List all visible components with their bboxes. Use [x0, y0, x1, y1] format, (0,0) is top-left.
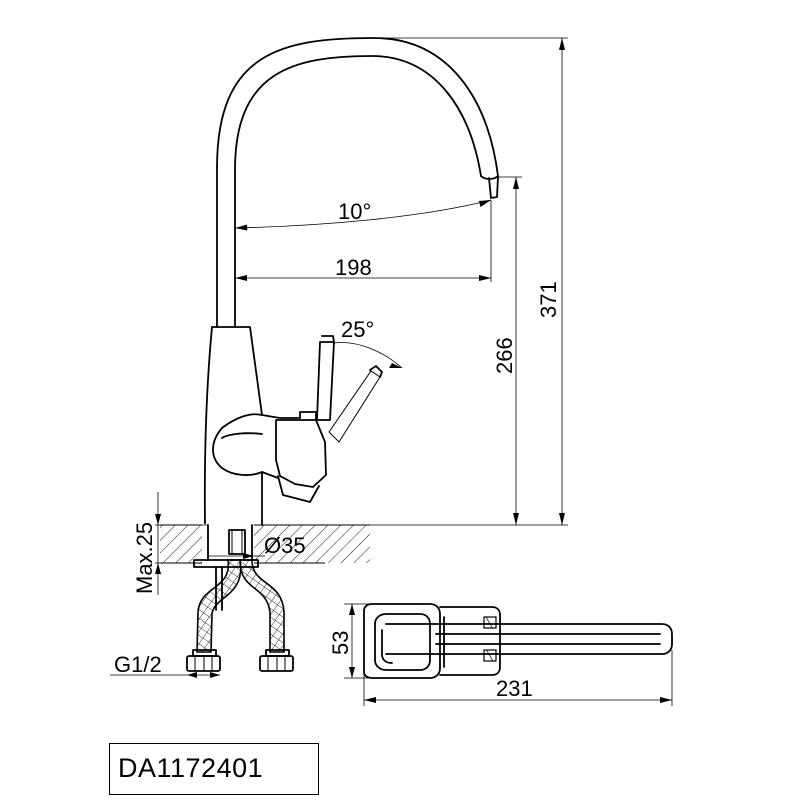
- handle-angle-label: 25°: [341, 317, 374, 342]
- top-view-dimensions: [344, 603, 673, 706]
- flexible-hoses: [186, 559, 294, 672]
- top-view: [363, 603, 673, 679]
- max-thickness-label: Max.25: [132, 522, 157, 594]
- top-depth-label: 53: [328, 631, 353, 655]
- mounting-shank: [193, 524, 259, 611]
- model-code: DA1172401: [118, 753, 264, 783]
- model-code-box: DA1172401: [109, 743, 319, 795]
- spout-height-label: 266: [492, 337, 517, 374]
- spout-reach-label: 198: [335, 255, 372, 280]
- mixer-handle: [275, 335, 383, 503]
- spout: [216, 37, 499, 328]
- side-view: [160, 37, 499, 672]
- faucet-body: [203, 326, 301, 526]
- total-height-label: 371: [536, 281, 561, 318]
- thread-label: G1/2: [114, 652, 162, 677]
- hole-diameter-label: Ø35: [264, 533, 306, 558]
- dimension-lines: [110, 37, 568, 678]
- spout-angle-label: 10°: [338, 199, 371, 224]
- top-length-label: 231: [496, 676, 533, 701]
